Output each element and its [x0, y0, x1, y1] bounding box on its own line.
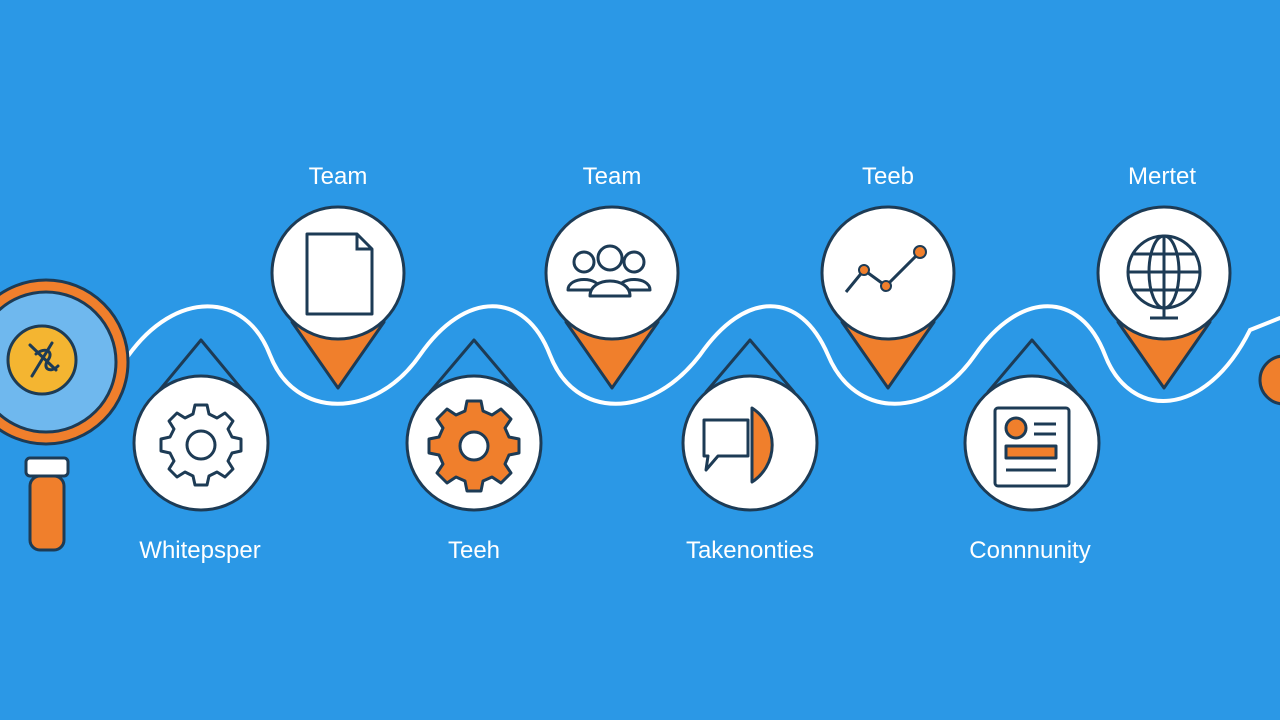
globe-icon — [1126, 234, 1202, 320]
magnifier-coin-icon — [0, 278, 130, 552]
line-chart-icon — [844, 245, 927, 293]
bottom-pin-3 — [681, 338, 819, 512]
bottom-label-2: Teeh — [448, 537, 500, 564]
partial-orange-dot-icon — [1258, 354, 1280, 406]
top-pin-2 — [544, 205, 680, 390]
top-pin-4 — [1096, 205, 1232, 390]
top-label-2: Team — [583, 163, 642, 190]
chat-pie-icon — [702, 406, 774, 484]
bottom-label-1: Whitepsper — [139, 537, 260, 564]
bottom-label-4: Connnunity — [969, 537, 1090, 564]
top-label-4: Mertet — [1128, 163, 1196, 190]
wavy-path — [126, 304, 1280, 406]
people-icon — [566, 244, 652, 298]
bottom-pin-4 — [963, 338, 1101, 512]
gear-filled-icon — [427, 399, 521, 493]
top-pin-1 — [270, 205, 406, 390]
gear-icon — [159, 403, 243, 487]
top-label-1: Team — [309, 163, 368, 190]
bottom-label-3: Takenonties — [686, 537, 814, 564]
profile-card-icon — [993, 406, 1071, 488]
document-icon — [305, 232, 374, 316]
bottom-pin-1 — [132, 338, 270, 512]
top-label-3: Teeb — [862, 163, 914, 190]
bottom-pin-2 — [405, 338, 543, 512]
top-pin-3 — [820, 205, 956, 390]
